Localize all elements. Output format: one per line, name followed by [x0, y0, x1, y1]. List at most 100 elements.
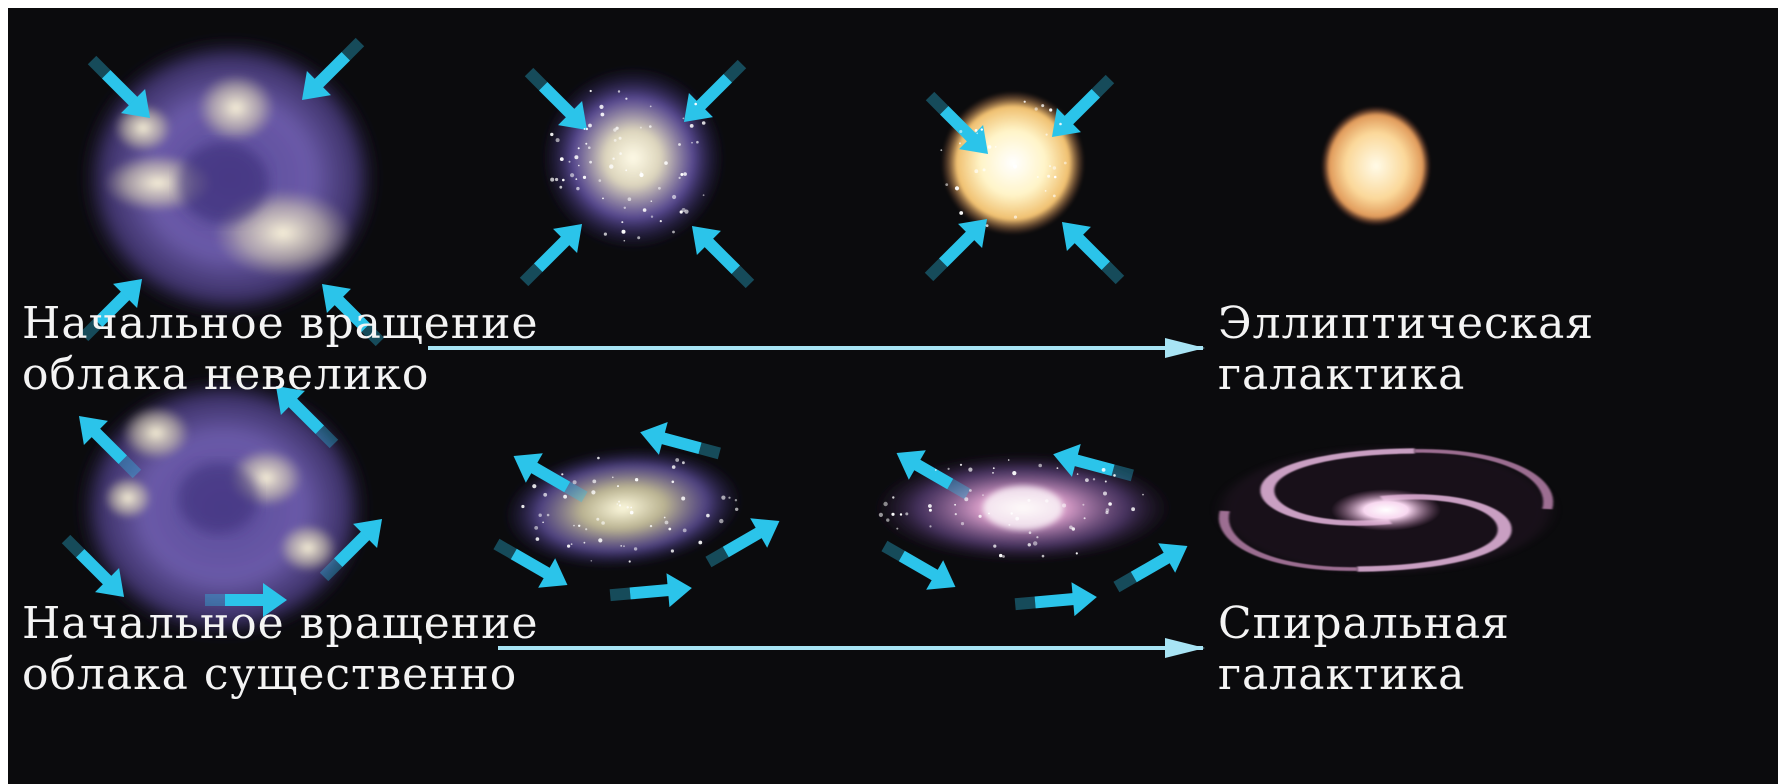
star-sparkle	[663, 516, 666, 519]
star-sparkle	[637, 236, 641, 240]
star-sparkle	[532, 484, 537, 489]
star-sparkle	[702, 194, 705, 197]
star-sparkle	[1083, 517, 1086, 520]
caption-bottom-left-line-1: Начальное вращение	[22, 598, 539, 649]
star-sparkle	[1036, 176, 1039, 178]
caption-top-right: Эллиптическая галактика	[1218, 298, 1594, 400]
star-sparkle	[630, 506, 633, 509]
star-sparkle	[534, 526, 539, 530]
star-sparkle	[634, 478, 639, 482]
star-sparkle	[982, 494, 984, 496]
star-sparkle	[928, 508, 932, 512]
star-sparkle	[1108, 502, 1112, 506]
caption-bottom-right-line-2: галактика	[1218, 649, 1466, 700]
star-sparkle	[670, 549, 675, 553]
star-sparkle	[959, 463, 963, 466]
star-sparkle	[588, 123, 592, 128]
star-sparkle	[993, 544, 997, 548]
star-sparkle	[883, 501, 888, 507]
star-sparkle	[681, 496, 686, 501]
caption-top-right-line-2: галактика	[1218, 349, 1466, 400]
star-sparkle	[602, 197, 604, 200]
star-sparkle	[619, 152, 622, 155]
star-sparkle	[934, 469, 937, 471]
star-sparkle	[625, 169, 628, 172]
star-sparkle	[555, 177, 559, 182]
star-sparkle	[678, 143, 681, 146]
star-sparkle	[626, 506, 629, 509]
star-sparkle	[577, 147, 580, 150]
star-sparkle	[1049, 165, 1051, 168]
star-sparkle	[1049, 108, 1053, 112]
star-sparkle	[960, 522, 965, 526]
star-sparkle	[559, 185, 563, 189]
caption-bottom-right: Спиральная галактика	[1218, 598, 1510, 700]
star-sparkle	[521, 504, 525, 509]
star-sparkle	[596, 517, 600, 521]
hot-cloud-3	[941, 91, 1085, 235]
star-sparkle	[598, 538, 603, 543]
star-sparkle	[988, 512, 990, 515]
star-sparkle	[649, 105, 652, 108]
star-sparkle	[633, 547, 638, 551]
star-sparkle	[728, 496, 731, 499]
star-sparkle	[629, 510, 634, 515]
star-sparkle	[1092, 478, 1096, 481]
star-sparkle	[721, 495, 726, 500]
star-sparkle	[1085, 478, 1089, 482]
star-sparkle	[613, 128, 617, 132]
caption-top-left-line-1: Начальное вращение	[22, 298, 539, 349]
star-sparkle	[671, 465, 676, 469]
rotating-cloud-1	[78, 378, 368, 638]
star-sparkle	[896, 527, 899, 530]
star-sparkle	[618, 504, 622, 507]
star-sparkle	[616, 503, 619, 505]
star-sparkle	[701, 121, 706, 125]
star-sparkle	[682, 117, 685, 120]
star-sparkle	[689, 124, 694, 128]
star-sparkle	[878, 512, 884, 517]
star-sparkle	[968, 467, 973, 472]
star-sparkle	[649, 524, 653, 528]
star-sparkle	[538, 513, 542, 517]
star-sparkle	[642, 208, 647, 212]
star-sparkle	[600, 112, 605, 117]
star-sparkle	[679, 210, 683, 214]
star-sparkle	[575, 178, 578, 181]
star-sparkle	[621, 221, 624, 224]
star-sparkle	[940, 149, 943, 152]
star-sparkle	[589, 89, 592, 93]
star-sparkle	[576, 186, 580, 191]
caption-bottom-left-line-2: облака существенно	[22, 649, 518, 700]
star-sparkle	[625, 97, 628, 100]
star-sparkle	[719, 518, 724, 524]
star-sparkle	[570, 173, 575, 178]
star-sparkle	[982, 168, 986, 172]
star-sparkle	[1105, 508, 1110, 512]
star-sparkle	[992, 472, 994, 474]
star-sparkle	[664, 520, 669, 525]
star-sparkle	[640, 171, 642, 174]
star-sparkle	[974, 169, 979, 174]
star-sparkle	[892, 496, 895, 499]
galaxy-formation-diagram: Начальное вращение облака невелико Эллип…	[8, 8, 1778, 784]
star-sparkle	[578, 524, 581, 527]
star-sparkle	[1027, 543, 1031, 547]
star-sparkle	[583, 541, 586, 544]
gas-cloud-1	[82, 38, 378, 318]
star-sparkle	[987, 145, 992, 149]
star-sparkle	[980, 128, 983, 131]
caption-top-left-line-2: облака невелико	[22, 349, 430, 400]
star-sparkle	[570, 543, 573, 545]
star-sparkle	[592, 479, 597, 484]
star-sparkle	[601, 521, 605, 525]
star-sparkle	[978, 514, 982, 518]
star-sparkle	[609, 164, 614, 169]
star-sparkle	[591, 490, 596, 495]
star-sparkle	[578, 164, 580, 167]
star-sparkle	[945, 183, 949, 187]
star-sparkle	[555, 138, 560, 143]
star-sparkle	[623, 239, 626, 242]
star-sparkle	[681, 208, 686, 212]
star-sparkle	[1013, 164, 1017, 169]
